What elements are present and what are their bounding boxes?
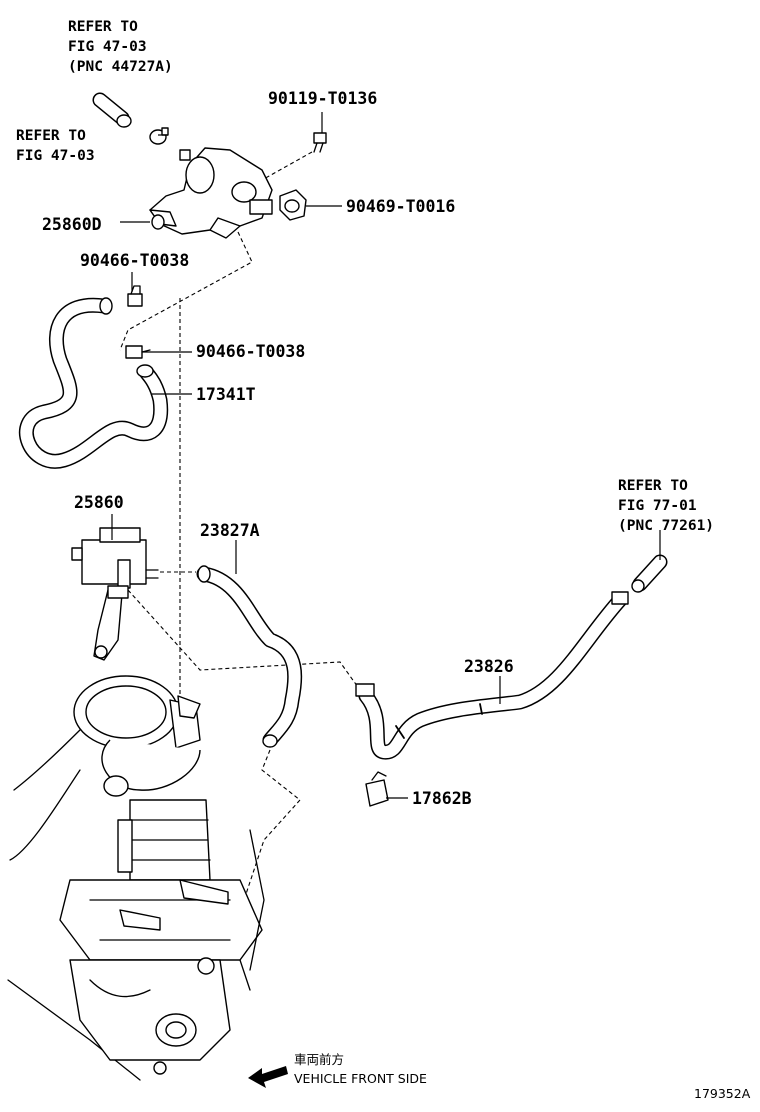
refer-right-line3: (PNC 77261) [618,518,714,534]
valve-25860 [71,527,159,661]
label-clamp-b: 90466-T0038 [196,342,305,361]
dashed-connect-1 [119,231,253,351]
footer-english: VEHICLE FRONT SIDE [294,1071,427,1086]
engine-assembly [7,675,265,1081]
refer-right-line1: REFER TO [618,478,688,494]
label-bolt: 90119-T0136 [268,89,377,108]
refer-top-line1: REFER TO [68,19,138,35]
bolt-dashed-leader [261,151,313,181]
valve-25860D [149,147,273,239]
refer-top-line3: (PNC 44727A) [68,59,173,75]
bolt [313,132,327,153]
hose-23827A [196,565,303,748]
refer-hose-stub-right [631,554,668,593]
label-clip: 17862B [412,789,472,808]
dashed-hose-mid-down [243,749,301,901]
leader-lines [111,112,661,799]
refer-right-line2: FIG 77-01 [618,498,697,514]
label-clamp-a: 90466-T0038 [80,251,189,270]
clamp-90466-a [127,285,143,307]
footer-japanese: 車両前方 [294,1052,344,1067]
refer-left-line2: FIG 47-03 [16,148,95,164]
clamp-90469 [279,189,307,221]
arrow-left-icon [248,1066,288,1088]
label-valve-top: 25860D [42,215,102,234]
hose-17341T [19,297,169,469]
hose-23826 [355,591,629,760]
label-clamp-right: 90469-T0016 [346,197,455,216]
refer-top-line2: FIG 47-03 [68,39,147,55]
label-valve-lower: 25860 [74,493,124,512]
clip-17862B [365,771,389,807]
dashed-valve-clip [127,589,361,691]
figure-id: 179352A [694,1086,751,1101]
label-hose-left: 17341T [196,385,256,404]
refer-left-line1: REFER TO [16,128,86,144]
refer-hose-stub-top [92,92,132,128]
label-hose-right: 23826 [464,657,514,676]
refer-clamp-left [149,127,169,145]
label-hose-mid: 23827A [200,521,260,540]
